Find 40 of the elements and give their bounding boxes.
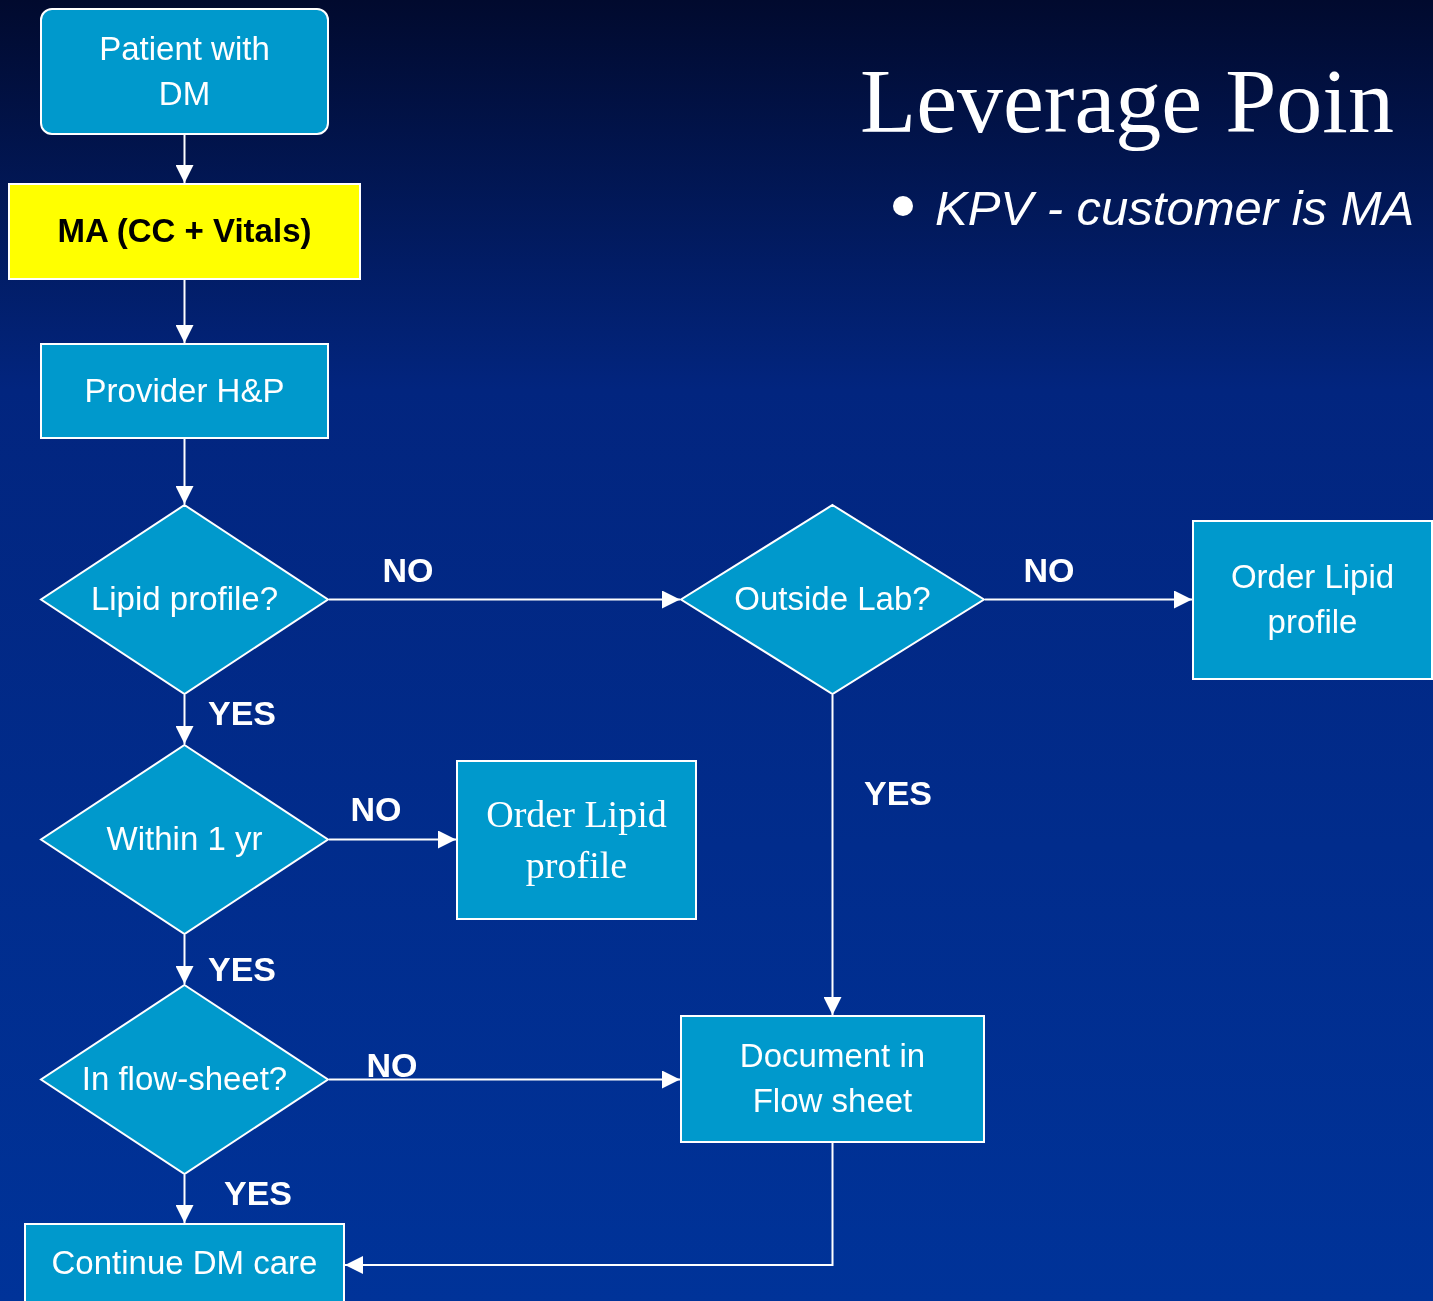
process-box <box>8 183 361 280</box>
process-box <box>680 1015 985 1143</box>
process-box <box>1192 520 1433 680</box>
arrow <box>175 694 194 745</box>
slide-title: Leverage Poin <box>860 49 1394 154</box>
node-text: Order Lipid profile <box>485 791 668 888</box>
arrow <box>328 590 681 609</box>
node-text: Continue DM care <box>51 1242 318 1283</box>
arrow <box>175 438 194 505</box>
arrow <box>328 830 457 849</box>
edge-label: YES <box>208 693 276 733</box>
node-text: Provider H&P <box>84 370 285 411</box>
node-text: Lipid profile? <box>90 579 279 620</box>
node-text: Patient with DM <box>98 28 271 114</box>
bullet-text: KPV - customer is MA <box>935 180 1415 236</box>
node-text: Outside Lab? <box>734 579 931 620</box>
start-box <box>40 8 329 135</box>
arrow <box>175 934 194 985</box>
node-text: MA (CC + Vitals) <box>57 211 312 252</box>
edge-label: NO <box>382 550 434 590</box>
edge-label: YES <box>224 1173 292 1213</box>
arrow <box>328 1070 681 1089</box>
node-text: Order Lipid profile <box>1229 557 1396 642</box>
process-box <box>456 760 697 920</box>
node-text: In flow-sheet? <box>81 1059 288 1100</box>
edge-label: YES <box>208 949 276 989</box>
arrow <box>984 590 1193 609</box>
arrow <box>175 279 194 344</box>
edge-label: NO <box>350 789 402 829</box>
process-box <box>40 343 329 439</box>
node-text: Within 1 yr <box>106 819 263 860</box>
arrow <box>823 694 842 1016</box>
arrow <box>344 1142 834 1274</box>
arrow <box>175 134 194 184</box>
edge-label: NO <box>1023 550 1075 590</box>
process-box <box>24 1223 345 1301</box>
edge-label: YES <box>864 773 932 813</box>
node-text: Document in Flow sheet <box>738 1036 927 1121</box>
arrow <box>175 1174 194 1224</box>
edge-label: NO <box>366 1045 418 1085</box>
